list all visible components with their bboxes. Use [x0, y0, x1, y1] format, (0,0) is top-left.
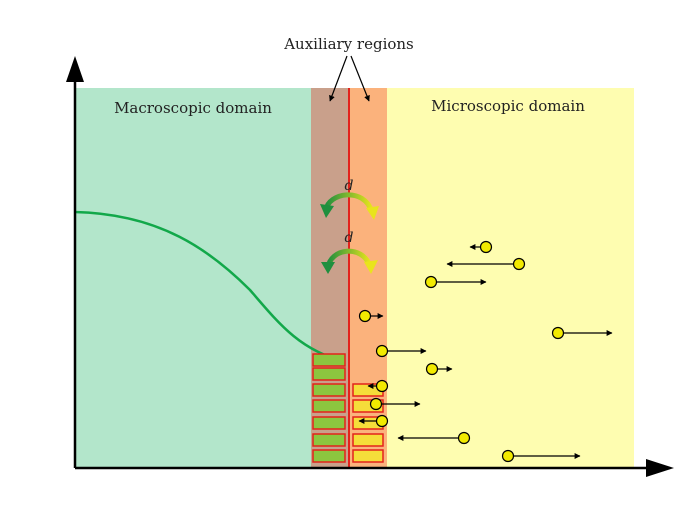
buffer-cell-yellow [352, 449, 384, 463]
particle [375, 344, 389, 358]
particle [424, 275, 438, 289]
particle [369, 397, 383, 411]
macroscopic-profile-curve [74, 210, 346, 364]
buffer-cell-green [312, 383, 346, 397]
particle [457, 431, 471, 445]
transfer-arrow-bottom [321, 248, 378, 274]
buffer-cells-macroscopic [312, 353, 346, 463]
buffer-cell-green [312, 367, 346, 381]
buffer-cell-green [312, 399, 346, 413]
transfer-label-bottom: d [345, 230, 354, 246]
microscopic-region [387, 88, 634, 468]
transfer-label-top: d [345, 178, 354, 194]
x-axis-arrowhead [646, 459, 674, 477]
particle [358, 309, 372, 323]
macroscopic-domain-label: Macroscopic domain [114, 99, 272, 117]
particle [479, 240, 493, 254]
microscopic-domain-label: Microscopic domain [431, 97, 585, 115]
buffer-cell-green [312, 416, 346, 430]
y-axis-arrowhead [66, 56, 84, 82]
particle [501, 449, 515, 463]
buffer-cell-green [312, 449, 346, 463]
particle [512, 257, 526, 271]
buffer-cells-microscopic [352, 383, 384, 463]
auxiliary-pointer-left [329, 55, 348, 102]
particle [551, 326, 565, 340]
auxiliary-regions-label: Auxiliary regions [283, 35, 414, 53]
particle [425, 362, 439, 376]
buffer-cell-yellow [352, 433, 384, 447]
buffer-cell-green [312, 353, 346, 367]
particle [375, 414, 389, 428]
particles [358, 240, 613, 463]
particle [375, 379, 389, 393]
transfer-arrow-top [320, 192, 379, 220]
macroscopic-region [75, 88, 311, 468]
buffer-cell-green [312, 433, 346, 447]
auxiliary-pointer-right [350, 55, 370, 102]
